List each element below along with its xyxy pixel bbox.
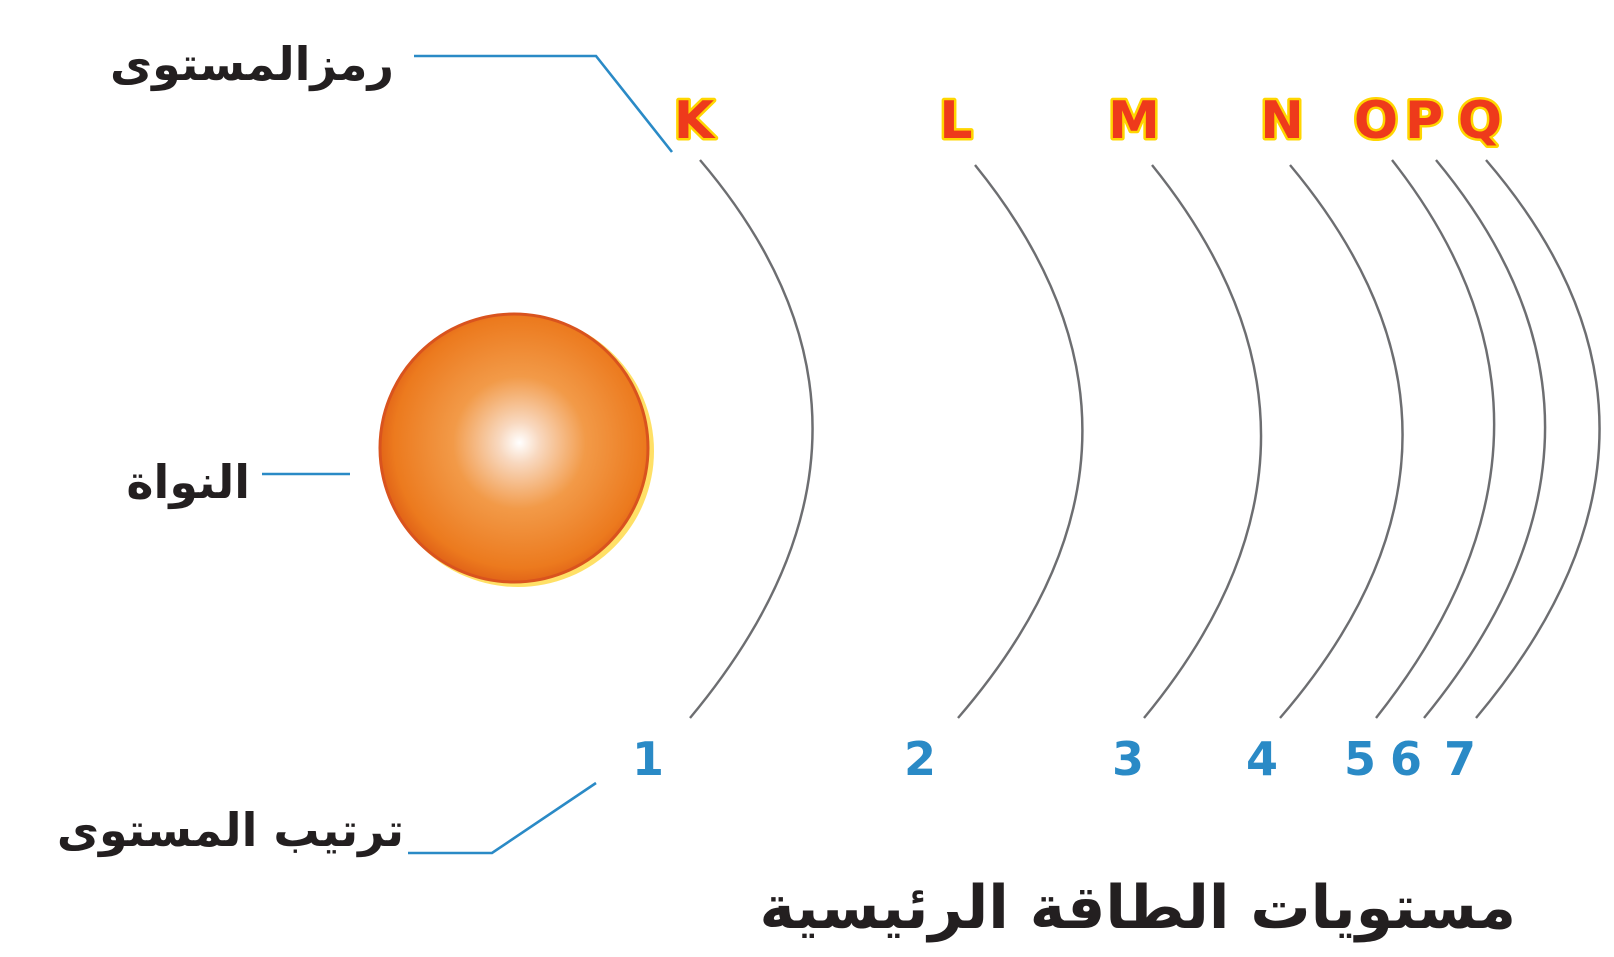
level-symbol-label: رمزالمستوى <box>110 37 394 91</box>
level-number-3: 3 <box>1112 732 1144 786</box>
level-symbol-n: N <box>1260 91 1304 151</box>
level-number-2: 2 <box>904 732 936 786</box>
level-symbol-q: Q <box>1458 91 1502 151</box>
nucleus-sphere <box>378 312 650 584</box>
level-symbols: K L M N O P Q <box>671 89 1504 154</box>
shell-q <box>1475 159 1601 719</box>
level-symbol-p: P <box>1405 91 1443 151</box>
level-symbol-m: M <box>1108 91 1160 151</box>
shell-l <box>957 164 1084 719</box>
level-order-label: ترتيب المستوى <box>57 803 404 857</box>
shell-o <box>1375 159 1496 719</box>
shell-p <box>1423 159 1547 719</box>
level-symbol-leader-line <box>414 54 674 153</box>
level-symbol-l: L <box>939 91 972 151</box>
level-number-4: 4 <box>1246 732 1278 786</box>
level-number-6: 6 <box>1390 732 1422 786</box>
nucleus-label: النواة <box>126 455 250 509</box>
diagram-caption: مستويات الطاقة الرئيسية <box>759 873 1516 943</box>
energy-shells <box>689 159 1601 719</box>
nucleus <box>378 312 654 587</box>
level-order-leader-line <box>408 781 597 855</box>
level-numbers: 1 2 3 4 5 6 7 <box>632 732 1476 786</box>
shell-n <box>1279 164 1404 719</box>
shell-k <box>689 159 814 719</box>
level-number-5: 5 <box>1344 732 1376 786</box>
shell-m <box>1143 164 1263 719</box>
level-symbol-k: K <box>674 91 716 151</box>
level-number-1: 1 <box>632 732 664 786</box>
level-symbol-o: O <box>1354 91 1398 151</box>
level-number-7: 7 <box>1444 732 1476 786</box>
